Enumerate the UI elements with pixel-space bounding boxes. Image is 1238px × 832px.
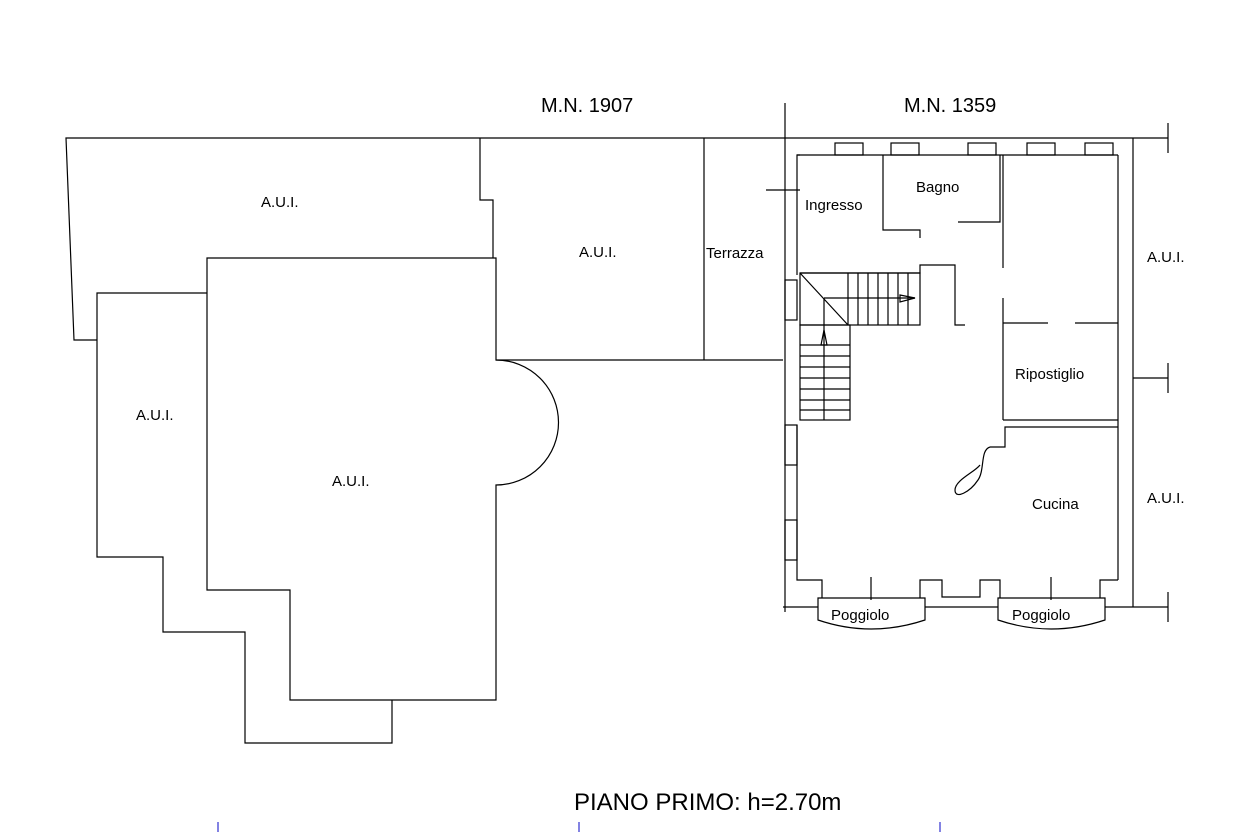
apartment-walls: [783, 138, 1168, 630]
aui-label: A.U.I.: [1147, 249, 1185, 266]
room-label-terrazza: Terrazza: [706, 245, 764, 262]
aui-label: A.U.I.: [136, 407, 174, 424]
aui-label: A.U.I.: [579, 244, 617, 261]
boundary-ticks: [217, 123, 1169, 832]
stair-treads: [799, 272, 916, 420]
parcel-label-left: M.N. 1907: [541, 95, 633, 117]
neighbour-outlines: [65, 103, 1168, 744]
balcony-1: [817, 597, 926, 630]
room-label-ripostiglio: Ripostiglio: [1015, 366, 1084, 383]
plan-title: PIANO PRIMO: h=2.70m: [574, 789, 841, 816]
balcony-2: [997, 597, 1106, 630]
room-label-poggiolo: Poggiolo: [831, 607, 889, 624]
room-label-bagno: Bagno: [916, 179, 959, 196]
aui-label: A.U.I.: [332, 473, 370, 490]
room-label-poggiolo: Poggiolo: [1012, 607, 1070, 624]
room-label-cucina: Cucina: [1032, 496, 1079, 513]
aui-label: A.U.I.: [1147, 490, 1185, 507]
aui-label: A.U.I.: [261, 194, 299, 211]
room-label-ingresso: Ingresso: [805, 197, 863, 214]
parcel-label-right: M.N. 1359: [904, 95, 996, 117]
